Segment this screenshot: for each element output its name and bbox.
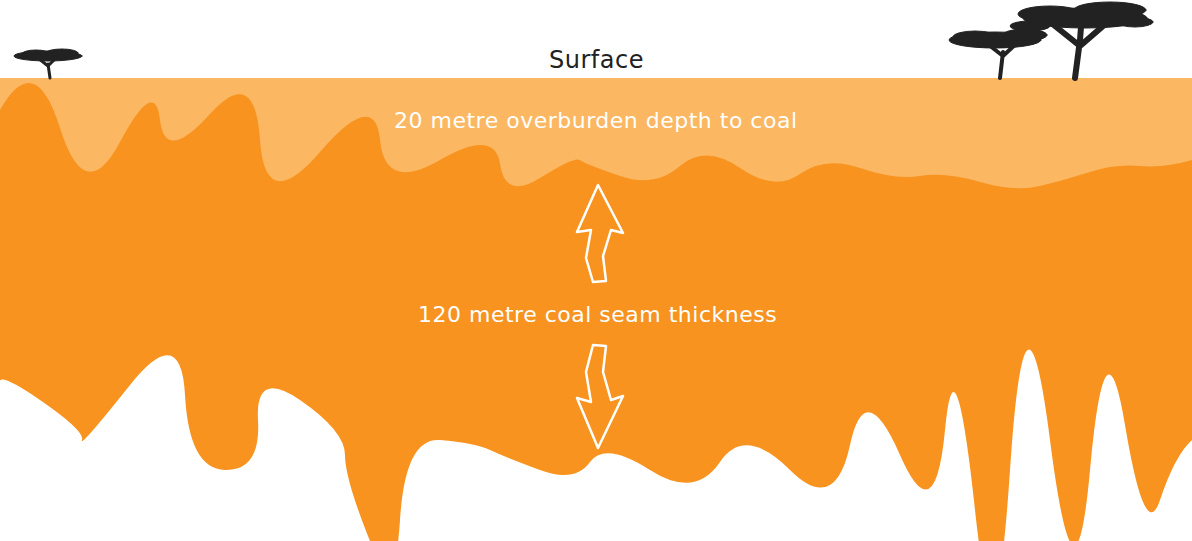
- coal-seam-band: 120 metre coal seam thickness: [408, 298, 787, 331]
- overburden-band: 20 metre overburden depth to coal: [384, 104, 808, 137]
- band-label: 20 metre overburden depth to coal: [394, 108, 798, 133]
- band-label: 120 metre coal seam thickness: [418, 302, 777, 327]
- overburden-layer: [0, 78, 1192, 188]
- surface-label: Surface: [549, 46, 644, 74]
- acacia-trees: [14, 2, 1153, 78]
- coal-seam: [0, 78, 1192, 541]
